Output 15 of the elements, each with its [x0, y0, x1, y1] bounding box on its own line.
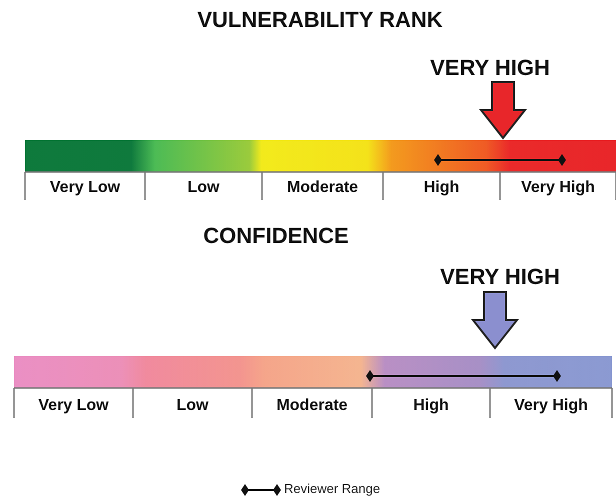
scale-heading: VULNERABILITY RANK	[197, 7, 443, 33]
scale-label: Very High	[521, 179, 595, 197]
legend-label: Reviewer Range	[284, 481, 380, 496]
scale-label: High	[413, 397, 449, 415]
scale-label: Low	[176, 397, 208, 415]
scale-label: Moderate	[286, 179, 358, 197]
scale-heading: CONFIDENCE	[203, 223, 349, 249]
scale-label: Very High	[514, 397, 588, 415]
rating-label: VERY HIGH	[440, 264, 560, 290]
scale-label: Low	[188, 179, 220, 197]
rating-label: VERY HIGH	[430, 55, 550, 81]
scale-label: Moderate	[276, 397, 348, 415]
scale-label: Very Low	[38, 397, 109, 415]
scale-label: Very Low	[50, 179, 120, 197]
scale-label: High	[424, 179, 460, 197]
